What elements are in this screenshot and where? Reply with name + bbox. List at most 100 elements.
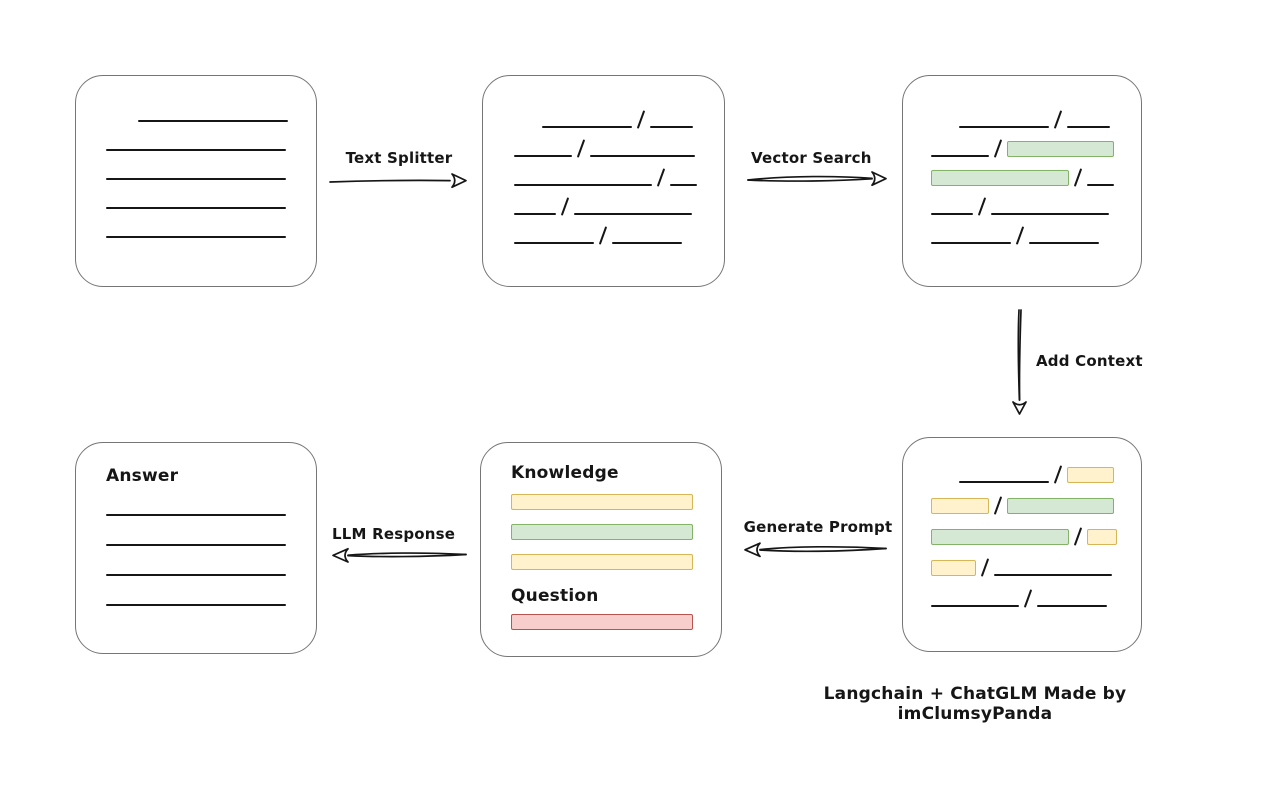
text-line [514,184,652,186]
highlight-green-chunk [931,529,1069,545]
diagram-row [106,604,286,606]
text-line [574,213,692,215]
diagram-caption: Langchain + ChatGLM Made by imClumsyPand… [823,684,1127,724]
answer-lines [106,514,286,606]
text-line [931,213,973,215]
node-matched-chunks [902,75,1142,287]
question-bar [511,614,693,630]
diagram-row [931,589,1141,608]
indent-gap [514,127,542,128]
slash-separator [576,139,586,158]
diagram-row [511,524,693,540]
context-chunk-lines [931,465,1141,608]
diagram-row [931,139,1141,158]
vector-search-label: Vector Search [751,149,872,167]
diagram-row [931,527,1141,546]
diagram-row [931,558,1141,577]
text-line [1087,184,1114,186]
highlight-green-chunk [1007,141,1114,157]
chunk-lines [514,110,724,245]
slash-separator [636,110,646,129]
llm-response-arrow [332,547,467,563]
diagram-row [514,139,724,158]
slash-separator [598,226,608,245]
diagram-row [514,226,724,245]
text-line [106,604,286,606]
diagram-row [106,120,288,122]
slash-separator [993,496,1003,515]
text-line [106,574,286,576]
text-line [514,213,556,215]
add-context-arrow [1012,309,1027,415]
knowledge-heading: Knowledge [511,463,619,483]
text-line [590,155,695,157]
slash-separator [980,558,990,577]
text-line [514,242,594,244]
text-line [650,126,693,128]
node-split-chunks [482,75,725,287]
highlight-yellow-chunk [511,554,693,570]
text-line [612,242,682,244]
diagram-row [931,168,1141,187]
diagram-row [931,496,1141,515]
add-context-label: Add Context [1036,352,1143,370]
diagram-row [511,554,693,570]
text-line [1029,242,1099,244]
knowledge-bars [511,494,693,570]
indent-gap [106,121,138,122]
diagram-row [931,197,1141,216]
slash-separator [1053,465,1063,484]
slash-separator [993,139,1003,158]
text-line [106,207,286,209]
slash-separator [977,197,987,216]
text-line [106,236,286,238]
generate-prompt-label: Generate Prompt [743,518,893,536]
text-line [106,149,286,151]
diagram-row [106,178,286,180]
text-line [959,126,1049,128]
node-context-chunks [902,437,1142,652]
text-line [1037,605,1107,607]
diagram-row [511,614,693,630]
text-line [106,544,286,546]
highlight-yellow-chunk [931,498,989,514]
highlight-yellow-chunk [511,494,693,510]
matched-chunk-lines [931,110,1141,245]
indent-gap [931,482,959,483]
diagram-row [931,110,1141,129]
highlight-green-chunk [511,524,693,540]
highlight-green-chunk [1007,498,1114,514]
text-line [106,178,286,180]
highlight-yellow-chunk [1087,529,1117,545]
text-line [994,574,1112,576]
highlight-green-chunk [931,170,1069,186]
node-answer: Answer [75,442,317,654]
llm-response-label: LLM Response [332,525,456,543]
text-line [1067,126,1110,128]
text-line [931,155,989,157]
diagram-row [514,197,724,216]
vector-search-arrow [747,171,887,187]
slash-separator [1053,110,1063,129]
diagram-row [514,110,724,129]
highlight-red-chunk [511,614,693,630]
node-prompt: Knowledge Question [480,442,722,657]
answer-heading: Answer [106,466,179,486]
generate-prompt-arrow [744,542,887,558]
text-line [106,514,286,516]
diagram-row [514,168,724,187]
diagram-row [106,514,286,516]
diagram-row [931,465,1141,484]
text-line [931,605,1019,607]
slash-separator [1073,527,1083,546]
diagram-row [106,236,286,238]
text-line [542,126,632,128]
text-line [138,120,288,122]
text-line [959,481,1049,483]
slash-separator [656,168,666,187]
slash-separator [560,197,570,216]
text-splitter-arrow [329,173,467,189]
diagram-row [106,149,286,151]
question-heading: Question [511,586,599,606]
